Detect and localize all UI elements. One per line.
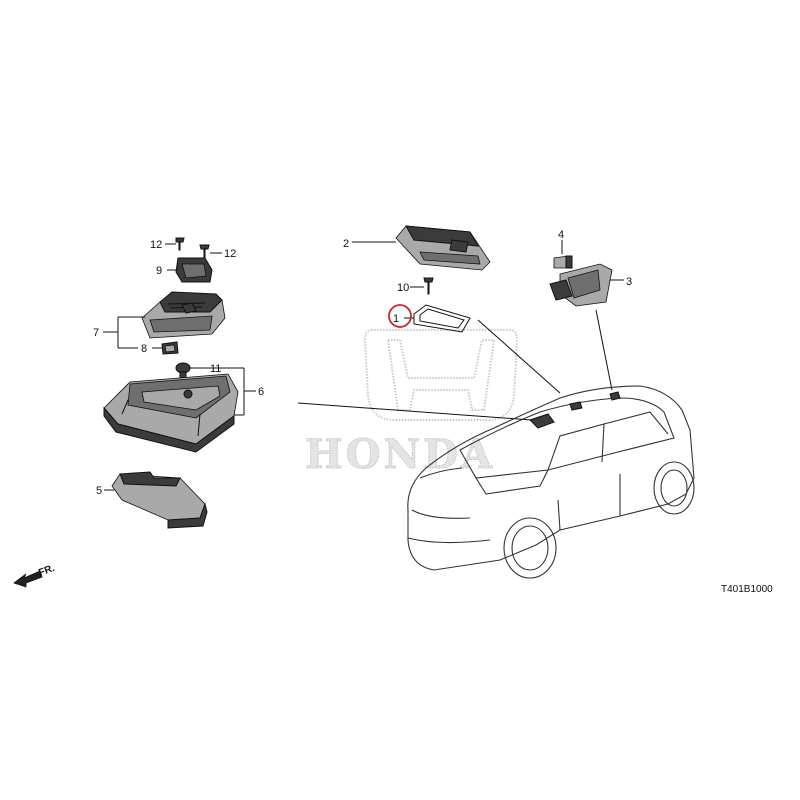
callout-2[interactable]: 2 bbox=[343, 238, 349, 250]
callout-8[interactable]: 8 bbox=[141, 343, 147, 355]
callout-11[interactable]: 11 bbox=[210, 363, 221, 375]
part-9-bracket bbox=[167, 257, 213, 283]
callout-6[interactable]: 6 bbox=[258, 386, 264, 398]
highlight-circle bbox=[388, 304, 412, 328]
front-direction-label: FR. bbox=[37, 563, 56, 579]
callout-7[interactable]: 7 bbox=[93, 327, 99, 339]
callout-3[interactable]: 3 bbox=[626, 276, 632, 288]
brand-watermark: HONDA bbox=[305, 329, 519, 479]
callout-1[interactable]: 1 bbox=[393, 313, 399, 325]
part-2-map-lamp bbox=[352, 225, 491, 271]
vehicle-outline bbox=[407, 385, 695, 579]
callout-5[interactable]: 5 bbox=[96, 485, 102, 497]
part-3-lamp bbox=[549, 263, 624, 307]
part-10-screw bbox=[410, 277, 434, 295]
front-direction-arrow: FR. bbox=[13, 563, 56, 588]
part-12-screws bbox=[165, 237, 222, 260]
drawing-code: T401B1000 bbox=[721, 584, 773, 595]
callout-9[interactable]: 9 bbox=[156, 265, 162, 277]
watermark-text: HONDA bbox=[305, 431, 495, 478]
part-6-console bbox=[103, 373, 239, 453]
part-1-lens bbox=[388, 304, 471, 333]
callout-12a[interactable]: 12 bbox=[150, 239, 162, 251]
part-7-housing bbox=[103, 291, 226, 349]
callout-12b[interactable]: 12 bbox=[224, 248, 236, 260]
leader-lines bbox=[297, 309, 613, 421]
part-4-bulb bbox=[553, 240, 573, 269]
part-8-clip bbox=[152, 341, 179, 355]
callout-10[interactable]: 10 bbox=[397, 282, 409, 294]
part-5-lamp bbox=[104, 471, 208, 529]
callout-4[interactable]: 4 bbox=[558, 229, 564, 241]
